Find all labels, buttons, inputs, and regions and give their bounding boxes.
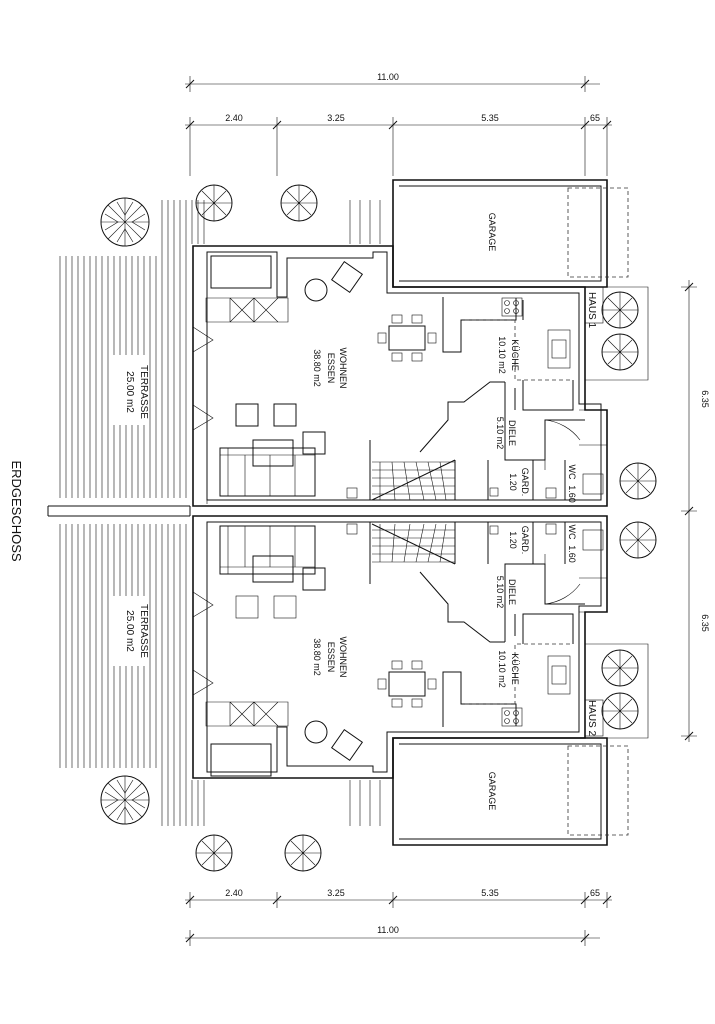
hall-2-name: DIELE — [507, 579, 517, 605]
kitchen-1-name: KÜCHE — [510, 339, 520, 371]
wc-2-bowl — [545, 523, 557, 535]
wc-2-area: 1.60 — [567, 545, 577, 563]
floor-label: ERDGESCHOSS — [9, 460, 24, 561]
garage-1 — [392, 179, 629, 288]
bottom-dim-4: 65 — [590, 888, 600, 898]
top-total-dim: 11.00 — [377, 72, 399, 82]
hall-1-area: 5.10 m2 — [495, 417, 505, 450]
kitchen-1-area: 10.10 m2 — [497, 336, 507, 374]
living-2-name1: WOHNEN — [338, 637, 348, 678]
furniture-1 — [192, 260, 437, 504]
right-dim-lower: 6.35 — [700, 614, 710, 632]
stairs-1 — [371, 459, 456, 501]
living-2-name2: ESSEN — [326, 642, 336, 673]
living-1-area: 38.80 m2 — [312, 349, 322, 387]
cloak-1-area: 1.20 — [508, 473, 518, 491]
kitchen-2-area: 10.10 m2 — [497, 650, 507, 688]
haus-1-label: HAUS 1 — [586, 292, 597, 329]
top-dim-2: 3.25 — [327, 113, 345, 123]
terrace-1-name: TERRASSE — [138, 365, 149, 419]
top-dim-1: 2.40 — [225, 113, 243, 123]
wc-2-sink — [582, 529, 604, 551]
living-2-area: 38.80 m2 — [312, 638, 322, 676]
terrace-2-area: 25.00 m2 — [124, 610, 135, 652]
wc-2-name: WC — [567, 525, 577, 540]
terrace-hatching — [59, 200, 381, 826]
bottom-dimension-lines — [185, 892, 612, 946]
living-1-name2: ESSEN — [326, 353, 336, 384]
house-1-walls — [192, 245, 608, 507]
gard-2-icon — [489, 525, 499, 535]
house-2-walls — [192, 515, 608, 779]
wc-1-name: WC — [567, 465, 577, 480]
living-1-name1: WOHNEN — [338, 348, 348, 389]
cloak-1-name: GARD. — [520, 468, 530, 497]
garage-2 — [392, 737, 629, 846]
right-dimension-lines — [681, 280, 697, 742]
wc-1-bowl — [545, 487, 557, 499]
stairs-2 — [371, 523, 456, 565]
kitchen-2-counter — [465, 643, 571, 727]
cloak-2-area: 1.20 — [508, 531, 518, 549]
right-dim-upper: 6.35 — [700, 390, 710, 408]
haus-2-yard — [585, 643, 649, 739]
terrace-1-area: 25.00 m2 — [124, 371, 135, 413]
bottom-dim-2: 3.25 — [327, 888, 345, 898]
top-dimension-lines — [185, 76, 612, 176]
top-dim-3: 5.35 — [481, 113, 499, 123]
terrace-label-bg-1 — [112, 355, 146, 425]
kitchen-1-counter — [465, 297, 571, 381]
haus-2-label: HAUS 2 — [586, 700, 597, 737]
property-line — [47, 505, 191, 517]
terrace-label-bg-2 — [112, 596, 146, 666]
cloak-2-name: GARD. — [520, 526, 530, 555]
haus-2-label-box — [584, 699, 604, 737]
kitchen-2-name: KÜCHE — [510, 653, 520, 685]
hall-1-name: DIELE — [507, 420, 517, 446]
bottom-total-dim: 11.00 — [377, 925, 399, 935]
hall-2-area: 5.10 m2 — [495, 576, 505, 609]
wc-1-area: 1.60 — [567, 485, 577, 503]
socket-1-icon — [346, 487, 358, 499]
wc-1-sink — [582, 473, 604, 495]
garage-2-label: GARAGE — [487, 772, 497, 811]
bottom-dim-1: 2.40 — [225, 888, 243, 898]
bottom-dim-3: 5.35 — [481, 888, 499, 898]
socket-2-icon — [346, 523, 358, 535]
furniture-2 — [192, 525, 437, 762]
haus-1-label-box — [584, 286, 604, 324]
terrace-2-name: TERRASSE — [138, 604, 149, 658]
gard-1-icon — [489, 487, 499, 497]
top-dim-4: 65 — [590, 113, 600, 123]
garage-1-label: GARAGE — [487, 213, 497, 252]
haus-1-yard — [585, 286, 649, 381]
